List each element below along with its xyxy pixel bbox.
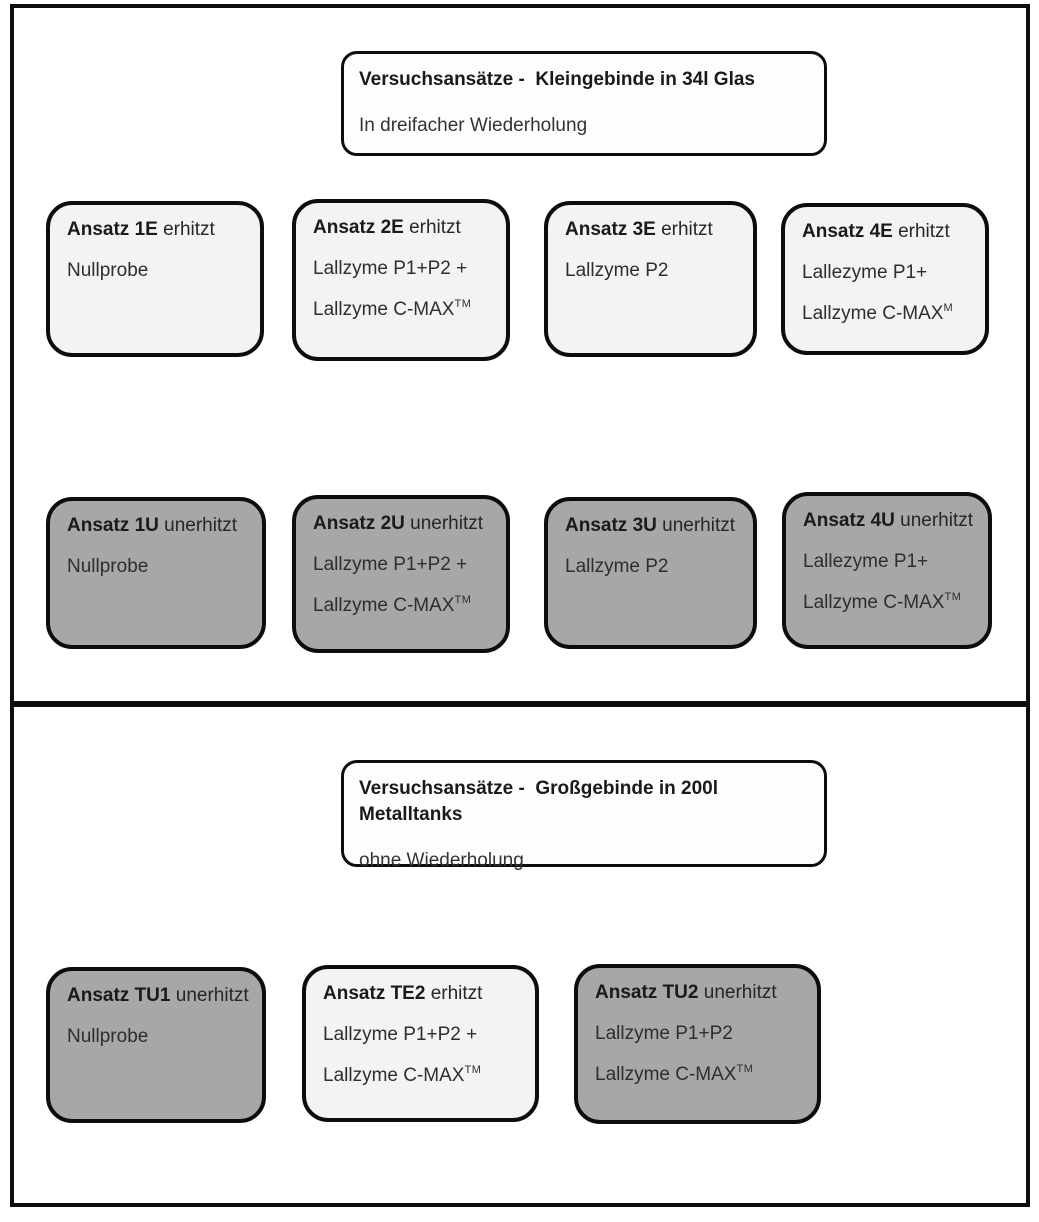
box-line: Lallzyme P1+P2 xyxy=(595,1023,733,1044)
section-subtitle: In dreifacher Wiederholung xyxy=(359,115,588,136)
box-line: Lallzyme C-MAXTM xyxy=(313,593,472,616)
box-title-id: Ansatz 2U xyxy=(313,513,405,534)
box-line: Lallzyme P1+P2 + xyxy=(323,1024,478,1045)
box-title: Ansatz TU1 unerhitzt xyxy=(67,985,249,1006)
box-title: Ansatz TE2 erhitzt xyxy=(323,983,483,1004)
box-title: Ansatz 3U unerhitzt xyxy=(565,515,736,536)
box-line: Lallzyme P2 xyxy=(565,556,669,577)
section-subtitle: ohne Wiederholung xyxy=(359,850,524,871)
box-line: Lallzyme P2 xyxy=(565,260,669,281)
section-header-kleingebinde: Versuchsansätze - Kleingebinde in 34l Gl… xyxy=(341,51,827,156)
box-line: Lallzyme C-MAXTM xyxy=(595,1062,754,1085)
trademark-superscript: TM xyxy=(454,297,472,310)
box-title: Ansatz 3E erhitzt xyxy=(565,219,713,240)
box-line: Lallzyme C-MAXTM xyxy=(803,590,962,613)
section-title: Versuchsansätze - Großgebinde in 200l Me… xyxy=(359,778,724,825)
box-title: Ansatz 2U unerhitzt xyxy=(313,513,484,534)
trademark-superscript: TM xyxy=(736,1062,754,1075)
box-title-id: Ansatz 1U xyxy=(67,515,159,536)
box-title-id: Ansatz 2E xyxy=(313,217,404,238)
box-title: Ansatz TU2 unerhitzt xyxy=(595,982,777,1003)
box-line: Lallzyme C-MAXTM xyxy=(323,1063,482,1086)
box-title: Ansatz 2E erhitzt xyxy=(313,217,461,238)
box-line: Nullprobe xyxy=(67,260,149,281)
box-title: Ansatz 4E erhitzt xyxy=(802,221,950,242)
panel-grossgebinde: Versuchsansätze - Großgebinde in 200l Me… xyxy=(10,705,1030,1207)
box-title-id: Ansatz TU1 xyxy=(67,985,171,1006)
box-title: Ansatz 1U unerhitzt xyxy=(67,515,238,536)
panel-kleingebinde: Versuchsansätze - Kleingebinde in 34l Gl… xyxy=(10,4,1030,705)
box-line: Lallzyme C-MAXM xyxy=(802,301,954,324)
box-line: Lallezyme P1+ xyxy=(803,551,929,572)
box-line: Lallzyme P1+P2 + xyxy=(313,258,468,279)
trademark-superscript: TM xyxy=(454,593,472,606)
box-title-id: Ansatz 4U xyxy=(803,510,895,531)
trademark-superscript: TM xyxy=(464,1063,482,1076)
section-header-grossgebinde: Versuchsansätze - Großgebinde in 200l Me… xyxy=(341,760,827,871)
box-title: Ansatz 1E erhitzt xyxy=(67,219,215,240)
section-title: Versuchsansätze - Kleingebinde in 34l Gl… xyxy=(359,69,755,90)
trademark-superscript: TM xyxy=(944,590,962,603)
box-line: Nullprobe xyxy=(67,1026,149,1047)
box-title-id: Ansatz 4E xyxy=(802,221,893,242)
box-title-id: Ansatz TE2 xyxy=(323,983,426,1004)
box-line: Lallzyme C-MAXTM xyxy=(313,297,472,320)
box-line: Lallzyme P1+P2 + xyxy=(313,554,468,575)
box-title-id: Ansatz TU2 xyxy=(595,982,699,1003)
box-title: Ansatz 4U unerhitzt xyxy=(803,510,974,531)
box-title-id: Ansatz 1E xyxy=(67,219,158,240)
box-title-id: Ansatz 3E xyxy=(565,219,656,240)
box-line: Lallezyme P1+ xyxy=(802,262,928,283)
box-line: Nullprobe xyxy=(67,556,149,577)
trademark-superscript: M xyxy=(943,301,954,314)
box-title-id: Ansatz 3U xyxy=(565,515,657,536)
